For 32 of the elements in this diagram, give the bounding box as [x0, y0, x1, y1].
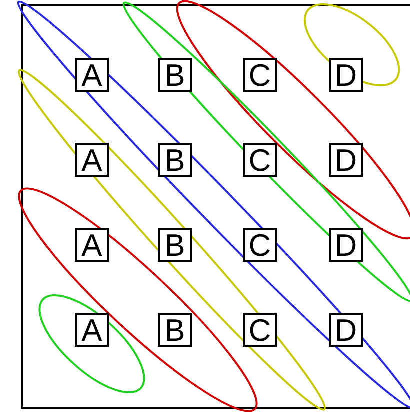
letter-box: [75, 228, 109, 262]
box-letter: A: [82, 230, 102, 260]
letter-box: [158, 58, 192, 92]
box-letter: B: [164, 230, 186, 260]
box-letter: C: [248, 314, 272, 346]
box-letter: D: [334, 230, 358, 260]
letter-box: [75, 143, 109, 177]
box-letter: D: [334, 314, 358, 346]
box-letter: A: [82, 314, 102, 346]
box-letter: A: [82, 60, 102, 90]
letter-box: [243, 228, 277, 262]
letter-box: [329, 228, 363, 262]
box-letter: D: [334, 60, 358, 90]
box-letter: C: [248, 60, 272, 90]
letter-box: [243, 58, 277, 92]
letter-box: [329, 313, 363, 347]
box-letter: B: [164, 60, 186, 90]
letter-box: [75, 58, 109, 92]
letter-box: [329, 143, 363, 177]
letter-box: [158, 313, 192, 347]
letter-box: [75, 313, 109, 347]
box-letter: B: [164, 314, 186, 346]
letter-box: [243, 143, 277, 177]
letter-box: [243, 313, 277, 347]
letter-box: [329, 58, 363, 92]
box-letter: C: [248, 144, 272, 176]
box-letter: D: [334, 144, 358, 176]
letter-box: [158, 143, 192, 177]
letter-box: [158, 228, 192, 262]
box-letter: C: [248, 230, 272, 260]
box-letter: A: [82, 144, 102, 176]
box-letter: B: [164, 144, 186, 176]
